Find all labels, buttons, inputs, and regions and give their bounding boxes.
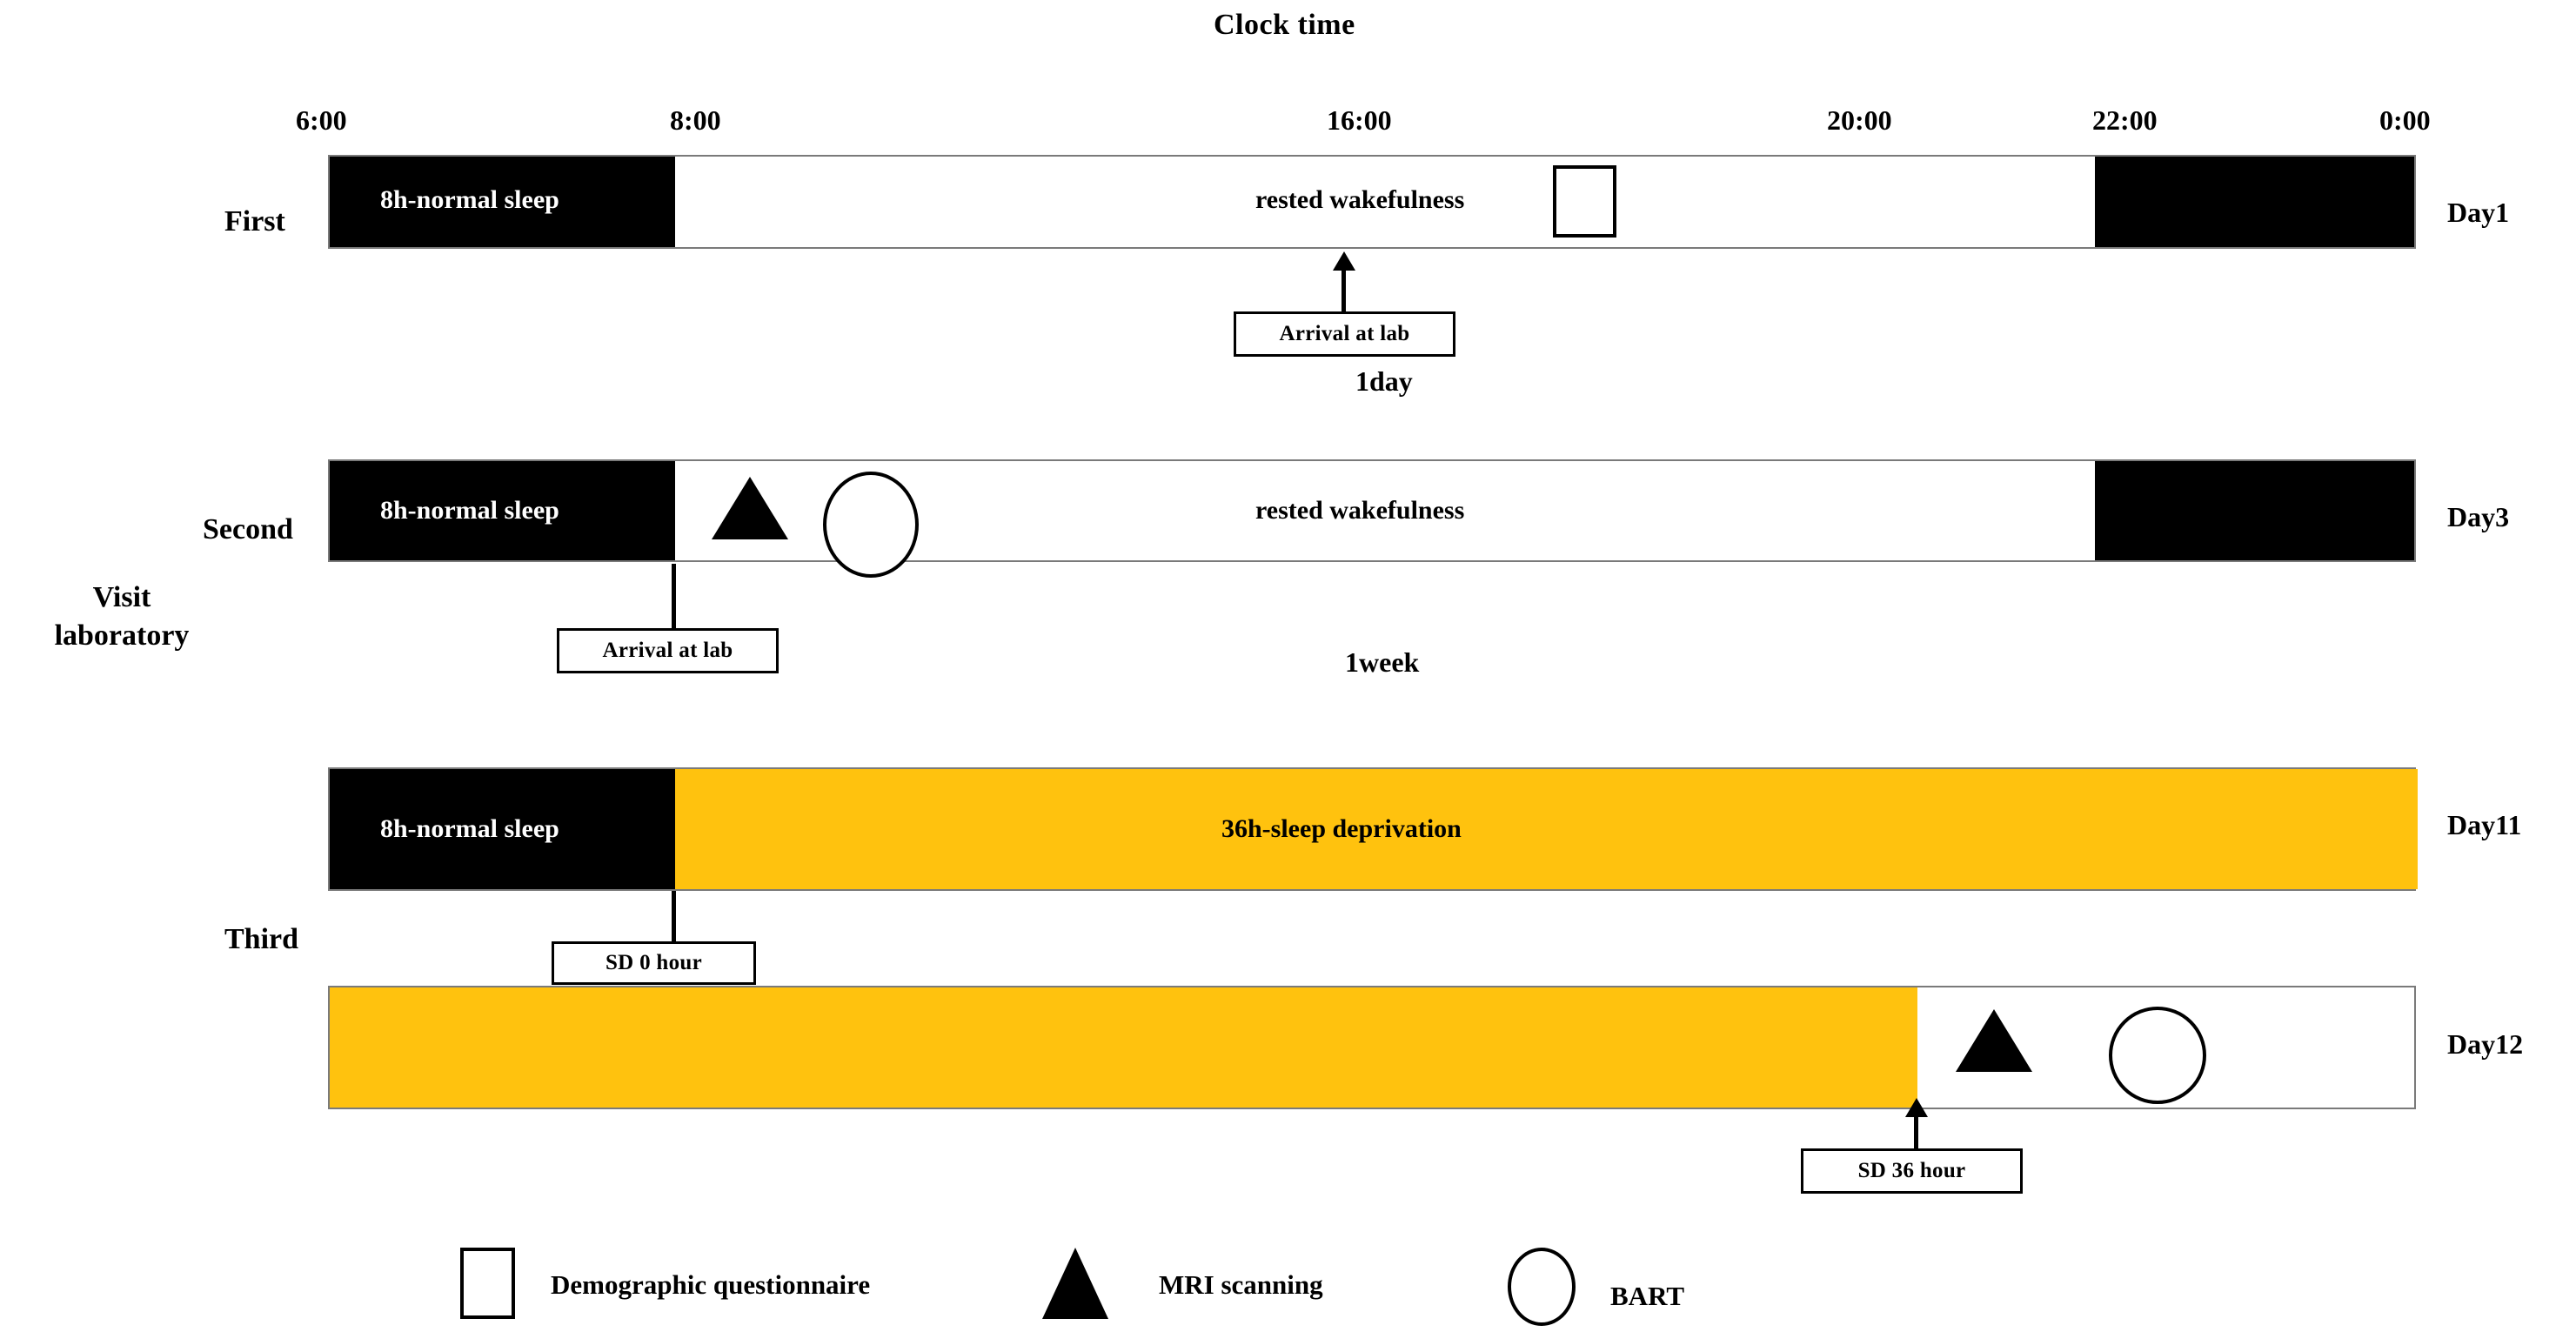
segment-night-end-day3 bbox=[2095, 461, 2414, 560]
day-label-day12: Day12 bbox=[2447, 1028, 2524, 1060]
segment-sleep-deprivation-day11 bbox=[675, 769, 2418, 889]
segment-night-sleep-day1 bbox=[330, 157, 675, 247]
segment-night-sleep-day3 bbox=[330, 461, 675, 560]
callout-connector-day1 bbox=[1342, 267, 1346, 315]
day-label-day1: Day1 bbox=[2447, 197, 2510, 228]
day-label-day3: Day3 bbox=[2447, 501, 2510, 532]
circle-icon bbox=[823, 472, 919, 578]
arrow-up-icon-day1 bbox=[1333, 251, 1355, 271]
visit-laboratory-line1: Visit bbox=[92, 581, 151, 613]
day-label-day11: Day11 bbox=[2447, 809, 2522, 840]
square-icon bbox=[460, 1248, 515, 1319]
legend-label-bart: BART bbox=[1610, 1281, 1685, 1311]
bar-label-rested-wakefulness-day1: rested wakefulness bbox=[1255, 185, 1465, 214]
bar-label-rested-wakefulness-day3: rested wakefulness bbox=[1255, 496, 1465, 525]
bar-label-normal-sleep-day11: 8h-normal sleep bbox=[380, 814, 559, 843]
axis-tick-2200: 22:00 bbox=[2092, 104, 2158, 136]
row-ordinal-first: First bbox=[224, 205, 285, 238]
callout-sd-0-hour: SD 0 hour bbox=[552, 941, 756, 985]
callout-connector-sd0 bbox=[672, 891, 676, 945]
callout-sd-36-hour: SD 36 hour bbox=[1801, 1148, 2023, 1194]
triangle-icon bbox=[1042, 1248, 1108, 1319]
timeline-row-day12 bbox=[328, 986, 2416, 1109]
row-ordinal-third: Third bbox=[224, 923, 299, 955]
visit-laboratory-line2: laboratory bbox=[54, 619, 190, 652]
axis-tick-1600: 16:00 bbox=[1327, 104, 1392, 136]
axis-tick-0800: 8:00 bbox=[670, 104, 721, 136]
segment-sleep-deprivation-day12 bbox=[330, 987, 1917, 1108]
legend-label-demographic-questionnaire: Demographic questionnaire bbox=[551, 1269, 871, 1300]
interval-label-1day: 1day bbox=[1355, 365, 1413, 397]
segment-night-end-day1 bbox=[2095, 157, 2414, 247]
timeline-row-day11 bbox=[328, 767, 2418, 891]
row-ordinal-second: Second bbox=[203, 513, 293, 546]
bar-label-sleep-deprivation-day11: 36h-sleep deprivation bbox=[1221, 814, 1462, 843]
arrow-up-icon-sd36 bbox=[1905, 1098, 1928, 1117]
axis-tick-0000: 0:00 bbox=[2379, 104, 2431, 136]
callout-arrival-at-lab-day1: Arrival at lab bbox=[1234, 311, 1455, 357]
circle-icon bbox=[2109, 1007, 2206, 1104]
circle-icon bbox=[1508, 1248, 1576, 1326]
axis-tick-0600: 6:00 bbox=[296, 104, 347, 136]
segment-night-sleep-day11 bbox=[330, 769, 675, 889]
timeline-row-day1 bbox=[328, 155, 2416, 249]
triangle-icon bbox=[712, 477, 788, 539]
square-icon bbox=[1553, 165, 1616, 238]
legend-label-mri-scanning: MRI scanning bbox=[1159, 1269, 1323, 1300]
interval-label-1week: 1week bbox=[1345, 646, 1420, 678]
bar-label-normal-sleep-day1: 8h-normal sleep bbox=[380, 185, 559, 214]
visit-laboratory-label: Visit laboratory bbox=[30, 579, 213, 654]
callout-connector-day3 bbox=[672, 564, 676, 632]
timeline-row-day3 bbox=[328, 459, 2416, 562]
axis-tick-2000: 20:00 bbox=[1827, 104, 1892, 136]
bar-label-normal-sleep-day3: 8h-normal sleep bbox=[380, 496, 559, 525]
callout-arrival-at-lab-day3: Arrival at lab bbox=[557, 628, 779, 673]
page-title: Clock time bbox=[1214, 9, 1355, 41]
callout-connector-sd36 bbox=[1914, 1114, 1918, 1153]
triangle-icon bbox=[1956, 1009, 2032, 1072]
